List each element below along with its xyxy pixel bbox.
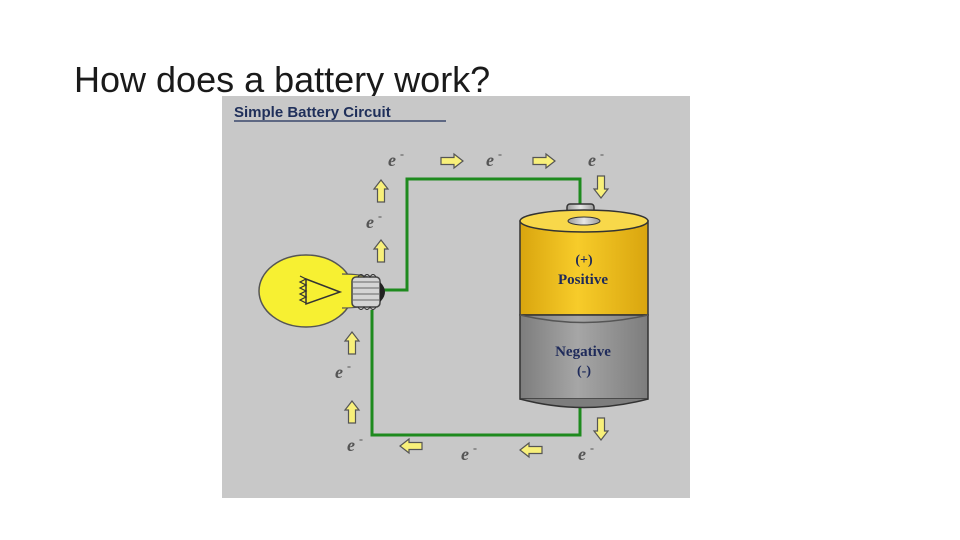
diagram-title: Simple Battery Circuit bbox=[234, 104, 391, 121]
wire-bottom bbox=[370, 310, 582, 437]
battery-negative-half bbox=[519, 314, 649, 400]
wire-top bbox=[380, 177, 582, 292]
slide-title: How does a battery work? bbox=[74, 59, 491, 100]
battery-icon bbox=[519, 203, 649, 409]
electron-label: e- bbox=[366, 209, 382, 232]
electron-label: e- bbox=[588, 147, 604, 170]
battery-circuit-diagram: Simple Battery Circuit (+) Positive Nega… bbox=[222, 96, 690, 498]
battery-negative-label: Negative bbox=[555, 344, 611, 360]
battery-positive-sign: (+) bbox=[575, 253, 593, 268]
electron-label: e- bbox=[578, 441, 594, 464]
electron-label: e- bbox=[388, 147, 404, 170]
electron-label: e- bbox=[347, 432, 363, 455]
electron-label: e- bbox=[335, 359, 351, 382]
electron-label: e- bbox=[461, 441, 477, 464]
battery-positive-label: Positive bbox=[558, 272, 608, 288]
battery-positive-half bbox=[519, 220, 649, 316]
battery-negative-sign: (-) bbox=[577, 364, 591, 379]
light-bulb-icon bbox=[258, 254, 385, 328]
electron-label: e- bbox=[486, 147, 502, 170]
